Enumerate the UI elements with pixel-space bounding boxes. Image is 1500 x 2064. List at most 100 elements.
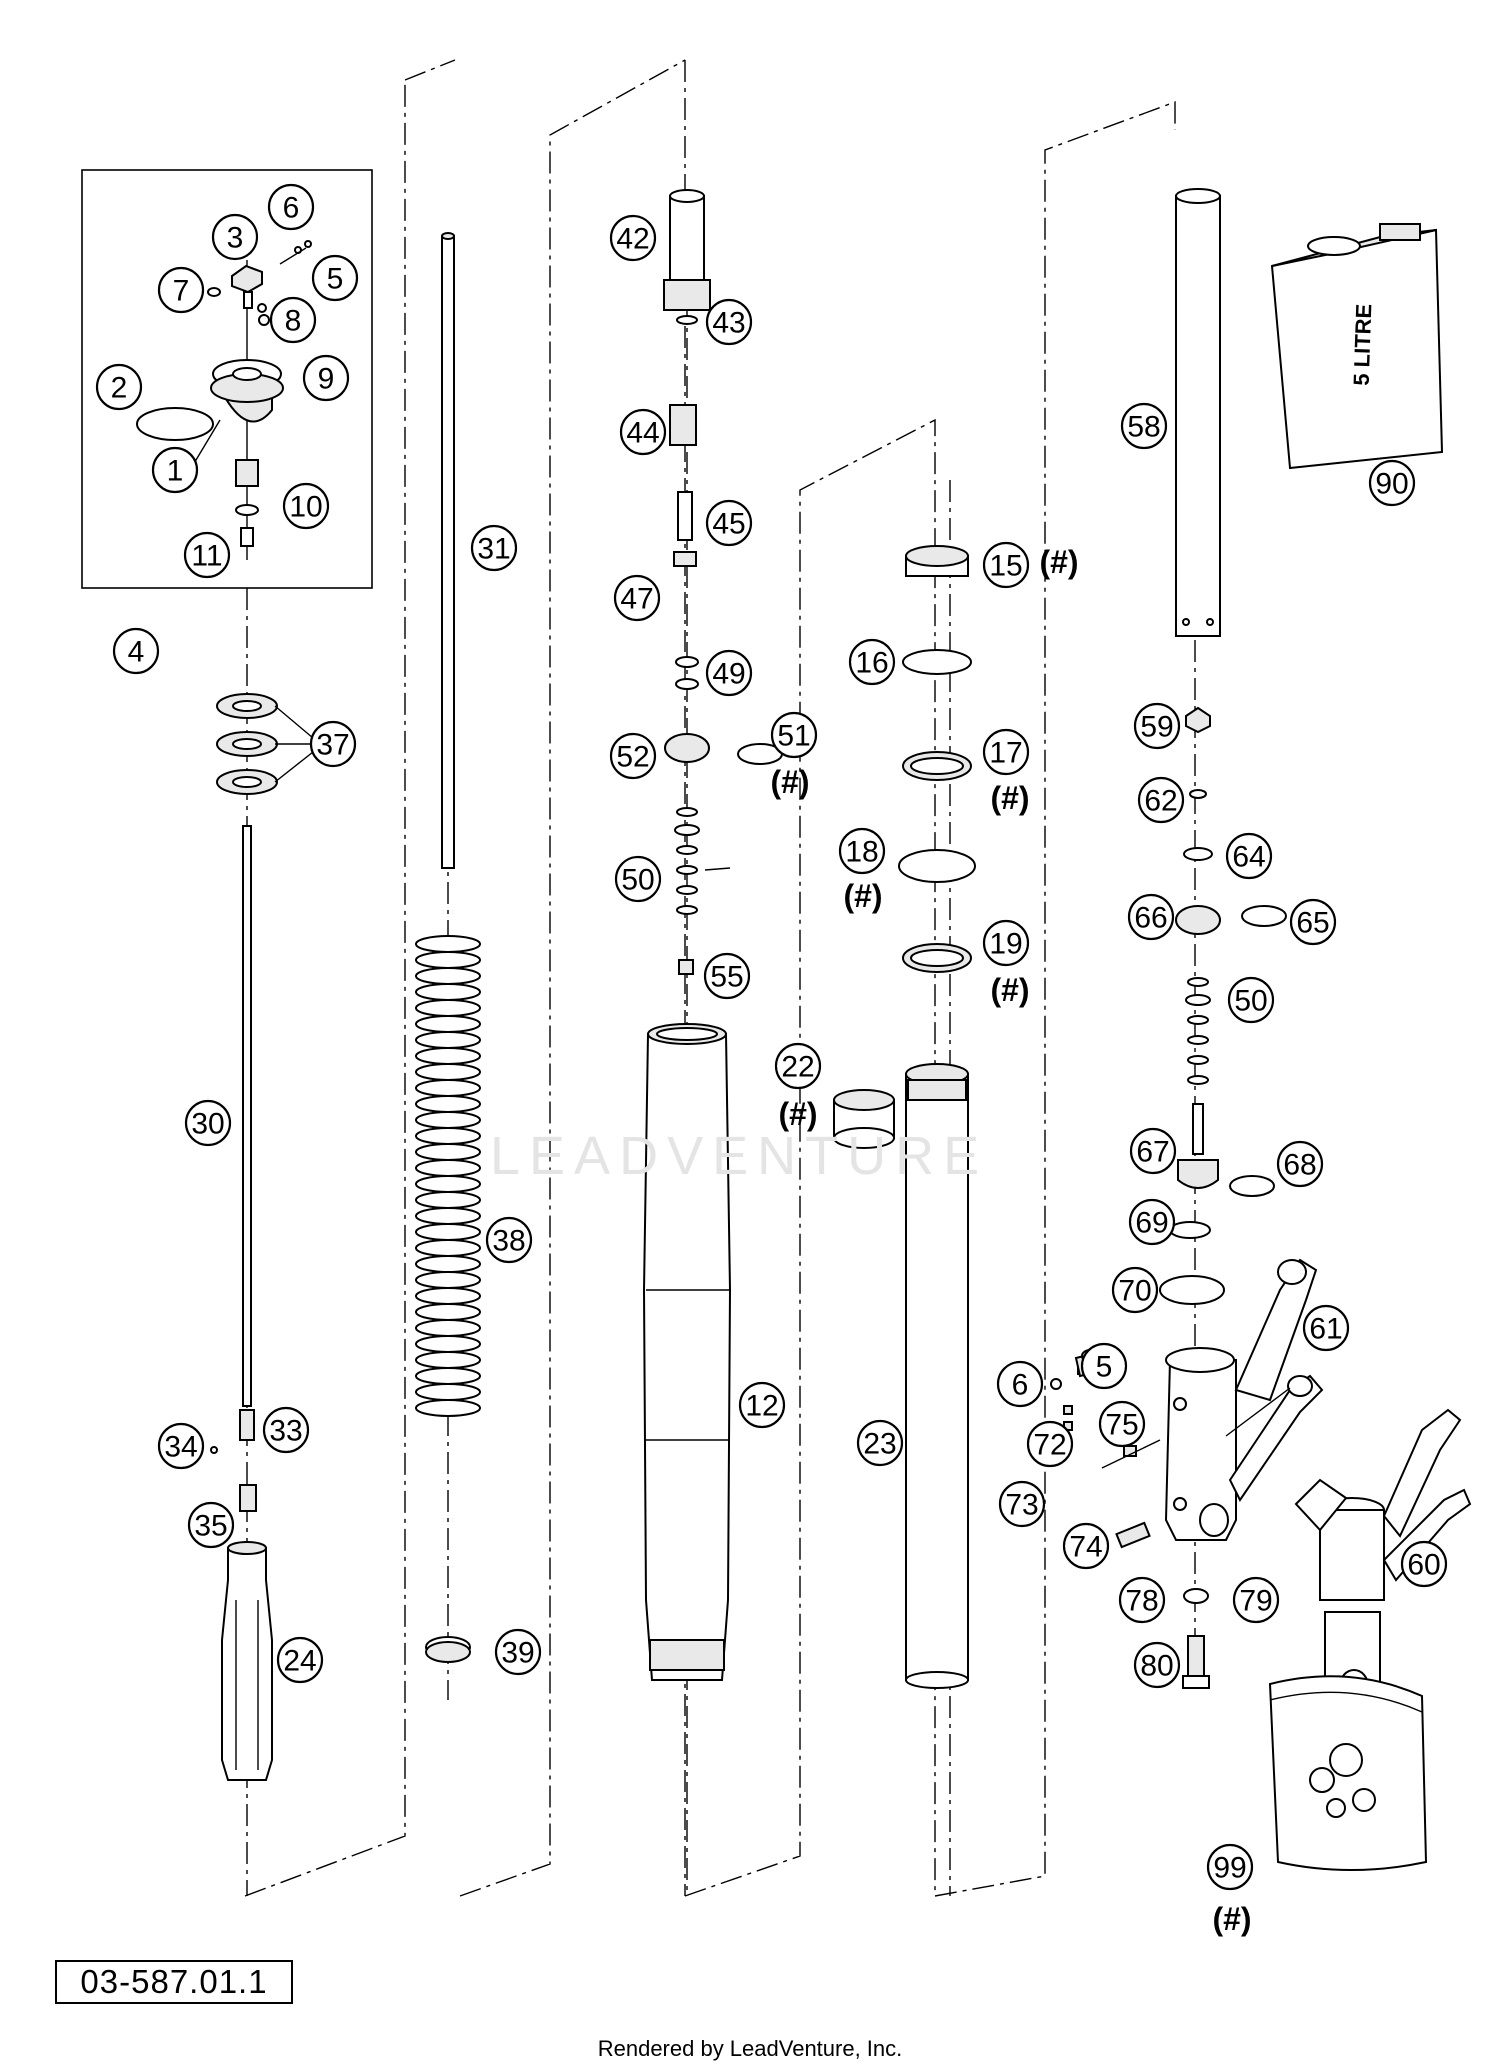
callout-90: 90 <box>1368 459 1416 507</box>
spring-coil <box>415 1143 481 1161</box>
callout-19: 19 <box>982 919 1030 967</box>
spring-coil <box>415 1191 481 1209</box>
callout-38: 38 <box>485 1216 533 1264</box>
callout-62: 62 <box>1137 776 1185 824</box>
callout-47: 47 <box>613 574 661 622</box>
hash-note: (#) <box>990 972 1029 1008</box>
callout-79: 79 <box>1232 1576 1280 1624</box>
cartridge-column <box>663 189 783 975</box>
callout-number: 68 <box>1283 1149 1316 1182</box>
callout-labels: 6357892110114373033343524313839424344454… <box>95 183 1448 1891</box>
spring-coil <box>415 1271 481 1289</box>
callout-44: 44 <box>619 408 667 456</box>
top-cap-assembly <box>136 240 312 560</box>
callout-3: 3 <box>211 213 259 261</box>
callout-60: 60 <box>1400 1540 1448 1588</box>
callout-11: 11 <box>183 531 231 579</box>
callout-number: 51 <box>777 720 810 753</box>
spring-coil <box>415 1303 481 1321</box>
callout-4: 4 <box>112 627 160 675</box>
callout-30: 30 <box>184 1099 232 1147</box>
spring-coil <box>415 1383 481 1401</box>
callout-number: 70 <box>1118 1275 1151 1308</box>
callout-number: 90 <box>1375 468 1408 501</box>
callout-80: 80 <box>1133 1641 1181 1689</box>
spring-coil <box>415 1031 481 1049</box>
callout-number: 65 <box>1296 907 1329 940</box>
callout-33: 33 <box>262 1406 310 1454</box>
callout-number: 75 <box>1105 1409 1138 1442</box>
callout-number: 23 <box>863 1428 896 1461</box>
callout-number: 38 <box>492 1225 525 1258</box>
spring-coil <box>415 967 481 985</box>
callout-50a: 50 <box>614 855 662 903</box>
callout-number: 80 <box>1140 1650 1173 1683</box>
callout-50b: 50 <box>1227 976 1275 1024</box>
callout-number: 2 <box>111 372 128 405</box>
callout-number: 35 <box>194 1510 227 1543</box>
callout-number: 6 <box>283 192 300 225</box>
callout-number: 3 <box>227 222 244 255</box>
callout-number: 9 <box>318 363 335 396</box>
callout-34: 34 <box>157 1422 205 1470</box>
callout-number: 34 <box>164 1431 197 1464</box>
callout-22: 22 <box>774 1042 822 1090</box>
callout-6b: 6 <box>996 1360 1044 1408</box>
inner-tube-column <box>898 545 976 1689</box>
callout-64: 64 <box>1225 832 1273 880</box>
spring-coil <box>415 999 481 1017</box>
spring-coil <box>415 1367 481 1385</box>
callout-2: 2 <box>95 363 143 411</box>
hash-note: (#) <box>990 780 1029 816</box>
callout-number: 22 <box>781 1051 814 1084</box>
callout-number: 52 <box>616 741 649 774</box>
repair-kit-bag <box>1268 1675 1428 1871</box>
callout-number: 18 <box>845 836 878 869</box>
callout-61: 61 <box>1302 1304 1350 1352</box>
callout-74: 74 <box>1062 1522 1110 1570</box>
spring-coil <box>415 1159 481 1177</box>
callout-5b: 5 <box>1080 1342 1128 1390</box>
callout-58: 58 <box>1120 402 1168 450</box>
callout-number: 24 <box>283 1645 316 1678</box>
spring-coil <box>415 1047 481 1065</box>
callout-49: 49 <box>705 649 753 697</box>
callout-15: 15 <box>982 541 1030 589</box>
hash-note: (#) <box>778 1096 817 1132</box>
callout-12: 12 <box>738 1381 786 1429</box>
spring-coil <box>415 1063 481 1081</box>
watermark: LEADVENTURE <box>490 1126 989 1186</box>
callout-7: 7 <box>157 266 205 314</box>
spring-coil <box>415 1239 481 1257</box>
spring-coil <box>415 1351 481 1369</box>
callout-number: 39 <box>501 1637 534 1670</box>
callout-24: 24 <box>276 1636 324 1684</box>
callout-45: 45 <box>705 499 753 547</box>
hash-note: (#) <box>1212 1901 1251 1937</box>
callout-number: 8 <box>285 305 302 338</box>
outer-tube-12 <box>642 1023 732 1681</box>
callout-99: 99 <box>1206 1843 1254 1891</box>
callout-number: 19 <box>989 928 1022 961</box>
callout-number: 61 <box>1309 1313 1342 1346</box>
callout-52: 52 <box>609 732 657 780</box>
callout-69: 69 <box>1128 1198 1176 1246</box>
callout-number: 31 <box>477 533 510 566</box>
callout-number: 33 <box>269 1415 302 1448</box>
callout-number: 67 <box>1136 1136 1169 1169</box>
callout-number: 60 <box>1407 1549 1440 1582</box>
callout-number: 62 <box>1144 785 1177 818</box>
callout-59: 59 <box>1133 702 1181 750</box>
callout-number: 79 <box>1239 1585 1272 1618</box>
callout-10: 10 <box>282 482 330 530</box>
callout-number: 42 <box>616 223 649 256</box>
spring-coil <box>415 1095 481 1113</box>
callout-8: 8 <box>269 296 317 344</box>
callout-number: 15 <box>989 550 1022 583</box>
callout-43: 43 <box>705 298 753 346</box>
hash-note: (#) <box>1039 544 1078 580</box>
spring-coil <box>415 1207 481 1225</box>
callout-number: 59 <box>1140 711 1173 744</box>
spring-coil <box>415 1287 481 1305</box>
assembly-boundaries <box>81 59 1176 1897</box>
